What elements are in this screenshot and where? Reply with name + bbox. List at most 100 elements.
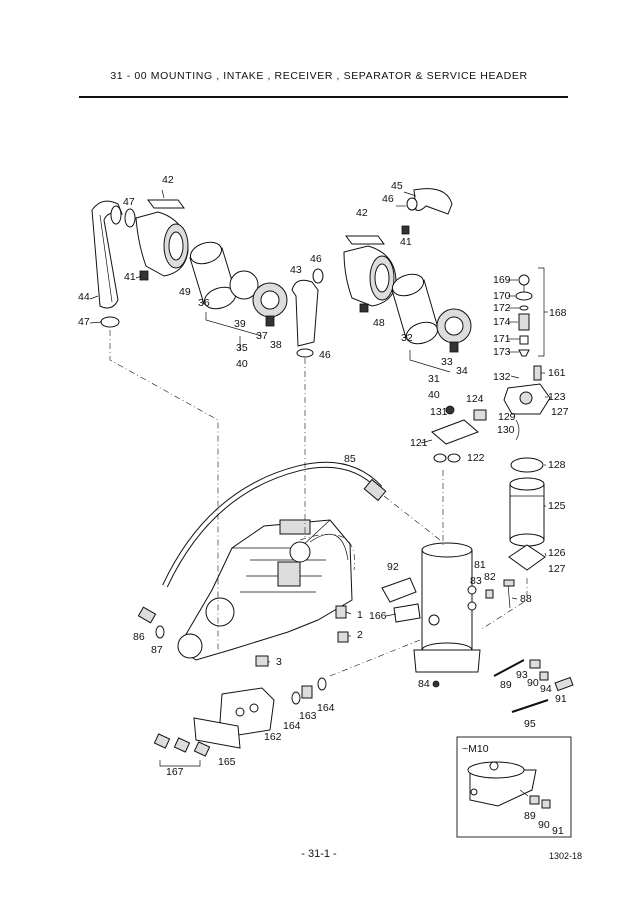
left-end-cap	[252, 282, 288, 327]
part-callout: 1	[357, 609, 363, 621]
right-bracket	[345, 225, 410, 245]
part-callout: 162	[264, 731, 282, 743]
part-callout: 173	[493, 346, 511, 358]
left-group-bracket	[205, 312, 263, 337]
part-callout: 2	[357, 629, 363, 641]
part-callout: 84	[418, 678, 430, 690]
part-callout: 132	[493, 371, 511, 383]
part-callout: 40	[428, 389, 440, 401]
part-callout: 38	[270, 339, 282, 351]
center-elbow-hose	[291, 268, 324, 358]
part-callout: 32	[401, 332, 413, 344]
part-callout: 125	[548, 500, 566, 512]
manifold-seal-a	[291, 691, 301, 705]
receiver-bracket	[393, 603, 421, 623]
part-callout: 49	[179, 286, 191, 298]
document-code: 1302-18	[549, 851, 583, 861]
separator-o-ring	[510, 457, 544, 473]
part-callout: 163	[299, 710, 317, 722]
part-callout: 92	[387, 561, 399, 573]
part-callout: 127	[551, 406, 569, 418]
part-callout: 126	[548, 547, 566, 559]
part-callout: 174	[493, 316, 511, 328]
left-air-cleaner-housing	[135, 211, 189, 277]
left-nut	[139, 270, 149, 281]
part-callout: 165	[218, 756, 236, 768]
engine-compressor-block	[177, 519, 353, 661]
part-callout: 39	[234, 318, 246, 330]
part-callout: 33	[441, 356, 453, 368]
part-callout: 127	[548, 563, 566, 575]
separator-base-plate	[431, 405, 487, 463]
part-callout: 41	[400, 236, 412, 248]
receiver-tank	[413, 542, 481, 688]
part-callout: 122	[467, 452, 485, 464]
part-callout: 95	[524, 718, 536, 730]
part-callout: 82	[484, 571, 496, 583]
separator-head	[503, 365, 551, 441]
part-callout: 42	[162, 174, 174, 186]
part-callout: 87	[151, 644, 163, 656]
right-group-bracket	[409, 350, 451, 373]
manifold-block	[219, 687, 275, 737]
page-title: 31 - 00 MOUNTING , INTAKE , RECEIVER , S…	[110, 70, 528, 82]
part-callout: 34	[456, 365, 468, 377]
part-callout: 83	[470, 575, 482, 587]
page-number: - 31-1 -	[301, 848, 337, 860]
right-filter-element	[391, 273, 439, 345]
part-callout: 169	[493, 274, 511, 286]
part-callout: 44	[78, 291, 90, 303]
header-rule	[79, 96, 568, 98]
part-callout: 42	[356, 207, 368, 219]
separator-gasket	[508, 544, 546, 571]
part-callout: 168	[549, 307, 567, 319]
inset-box	[456, 736, 572, 838]
part-callout: 46	[310, 253, 322, 265]
part-callout: 130	[497, 424, 515, 436]
part-callout: 166	[369, 610, 387, 622]
left-bracket	[147, 189, 185, 209]
drain-line-parts	[493, 659, 574, 713]
manifold-gasket	[193, 717, 241, 749]
part-callout: 37	[256, 330, 268, 342]
right-air-cleaner-housing	[343, 245, 397, 313]
part-callout: 81	[474, 559, 486, 571]
part-callout: 41	[124, 271, 136, 283]
inset-label: ~M10	[462, 743, 489, 755]
part-callout: 89	[524, 810, 536, 822]
part-callout: 36	[198, 297, 210, 309]
part-callout: 3	[276, 656, 282, 668]
separator-element	[509, 477, 545, 547]
right-elbow	[406, 188, 453, 215]
part-callout: 164	[283, 720, 301, 732]
part-callout: 123	[548, 391, 566, 403]
part-callout: 43	[290, 264, 302, 276]
part-callout: 128	[548, 459, 566, 471]
part-callout: 129	[498, 411, 516, 423]
engine-fittings	[137, 605, 349, 667]
part-callout: 94	[540, 683, 552, 695]
part-callout: 40	[236, 358, 248, 370]
valve-group-bracket	[159, 760, 201, 767]
part-callout: 31	[428, 373, 440, 385]
part-callout: 91	[555, 693, 567, 705]
part-callout: 172	[493, 302, 511, 314]
part-callout: 48	[373, 317, 385, 329]
manifold-plug	[301, 685, 313, 699]
part-callout: 91	[552, 825, 564, 837]
right-end-cap	[436, 308, 472, 353]
part-callout: 85	[344, 453, 356, 465]
part-callout: 170	[493, 290, 511, 302]
part-callout: 47	[123, 196, 135, 208]
left-intake-hose	[91, 200, 123, 309]
reference-lines	[109, 330, 528, 677]
part-callout: 171	[493, 333, 511, 345]
callout-labels: 4247414447493639373835404546424146434648…	[78, 174, 569, 837]
leader-lines	[89, 191, 548, 663]
left-gasket-ring	[229, 270, 259, 300]
part-callout: 90	[538, 819, 550, 831]
service-valves	[153, 733, 211, 757]
part-callout: 90	[527, 677, 539, 689]
receiver-plate	[381, 577, 417, 603]
